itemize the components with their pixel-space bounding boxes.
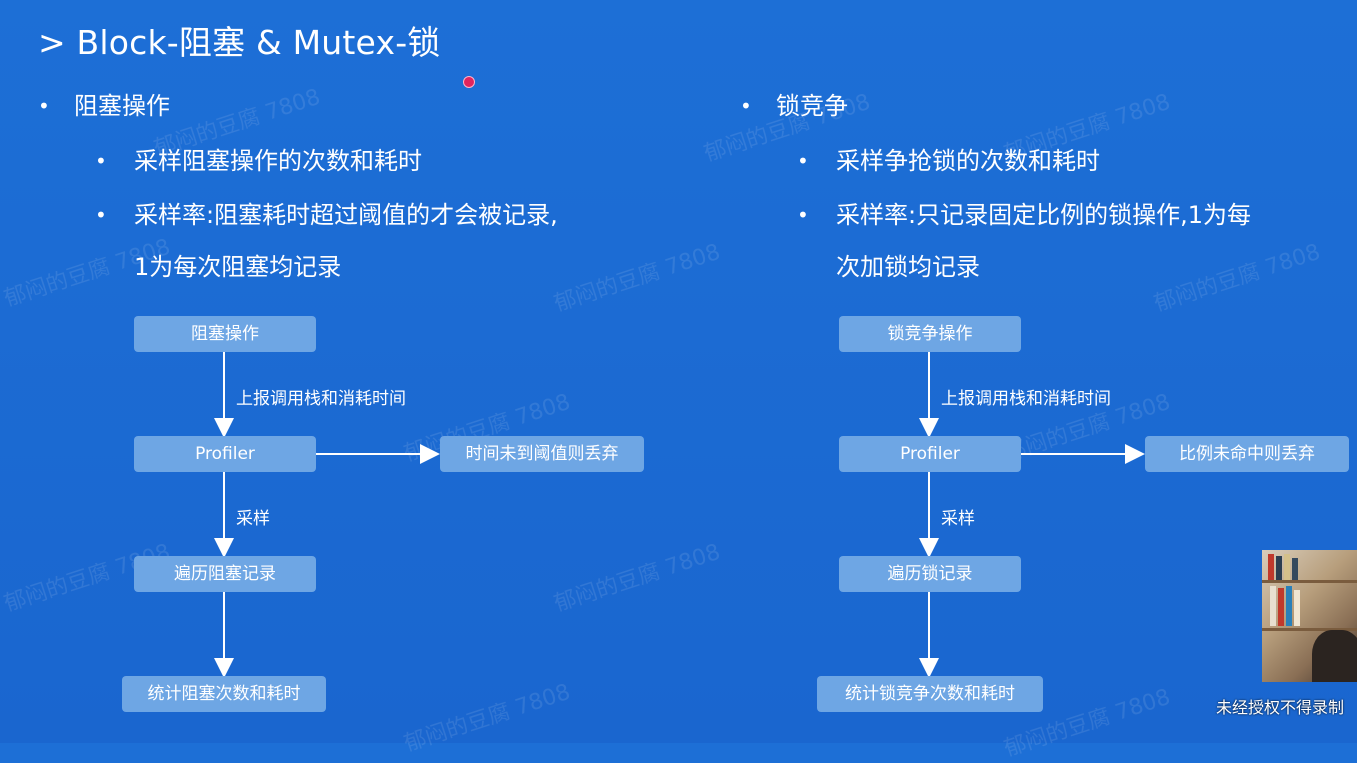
flow-edge-label: 上报调用栈和消耗时间 <box>941 389 1111 409</box>
right-heading: 锁竞争 <box>740 86 1352 126</box>
flow-result-box: 统计阻塞次数和耗时 <box>122 676 326 712</box>
flow-profiler-box: Profiler <box>134 436 316 472</box>
flow-edge-label: 采样 <box>941 509 975 529</box>
right-bullet: 采样率:只记录固定比例的锁操作,1为每 次加锁均记录 <box>740 188 1352 292</box>
flow-discard-box: 比例未命中则丢弃 <box>1145 436 1349 472</box>
slide-title: > Block-阻塞 & Mutex-锁 <box>38 23 441 62</box>
bullet-line: 采样争抢锁的次数和耗时 <box>836 147 1100 175</box>
flow-edge-label: 采样 <box>236 509 270 529</box>
flow-traverse-box: 遍历锁记录 <box>839 556 1021 592</box>
bullet-line: 采样率:只记录固定比例的锁操作,1为每 <box>836 201 1251 229</box>
flow-result-box: 统计锁竞争次数和耗时 <box>817 676 1043 712</box>
bullet-line: 1为每次阻塞均记录 <box>134 253 342 281</box>
flow-arrows <box>919 352 1145 678</box>
flow-arrows <box>214 352 440 678</box>
left-bullet: 采样率:阻塞耗时超过阈值的才会被记录, 1为每次阻塞均记录 <box>38 188 678 292</box>
flow-start-box: 锁竞争操作 <box>839 316 1021 352</box>
flow-discard-box: 时间未到阈值则丢弃 <box>440 436 644 472</box>
right-bullet: 采样争抢锁的次数和耗时 <box>740 134 1352 188</box>
bullet-line: 采样率:阻塞耗时超过阈值的才会被记录, <box>134 201 558 229</box>
right-flowchart: 锁竞争操作 上报调用栈和消耗时间 Profiler 比例未命中则丢弃 采样 遍历… <box>705 316 1357 716</box>
left-column: 阻塞操作 采样阻塞操作的次数和耗时 采样率:阻塞耗时超过阈值的才会被记录, 1为… <box>38 86 678 292</box>
recording-notice: 未经授权不得录制 <box>1216 698 1345 717</box>
bullet-line: 采样阻塞操作的次数和耗时 <box>134 147 422 175</box>
flow-traverse-box: 遍历阻塞记录 <box>134 556 316 592</box>
flow-edge-label: 上报调用栈和消耗时间 <box>236 389 406 409</box>
left-heading: 阻塞操作 <box>38 86 678 126</box>
right-column: 锁竞争 采样争抢锁的次数和耗时 采样率:只记录固定比例的锁操作,1为每 次加锁均… <box>740 86 1352 292</box>
bullet-line: 次加锁均记录 <box>836 253 980 281</box>
flow-profiler-box: Profiler <box>839 436 1021 472</box>
left-bullet: 采样阻塞操作的次数和耗时 <box>38 134 678 188</box>
flow-start-box: 阻塞操作 <box>134 316 316 352</box>
left-flowchart: 阻塞操作 上报调用栈和消耗时间 Profiler 时间未到阈值则丢弃 采样 遍历… <box>0 316 644 716</box>
webcam-overlay <box>1262 550 1357 682</box>
